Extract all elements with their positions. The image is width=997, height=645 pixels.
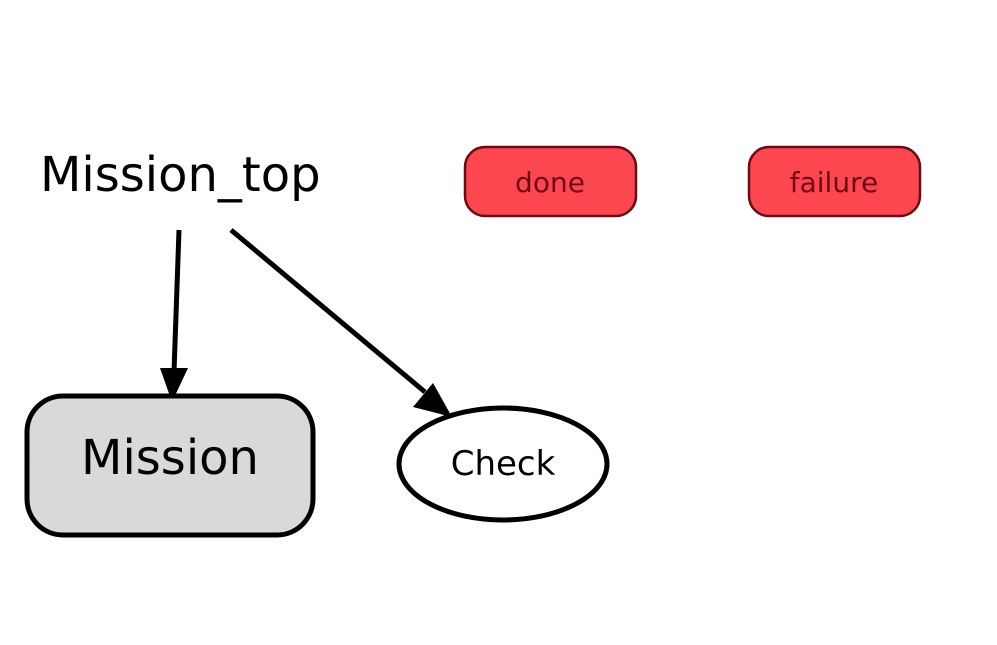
outcome-done-shape[interactable] — [463, 145, 638, 218]
node-mission-shape[interactable] — [24, 393, 316, 538]
container-label: Mission_top — [40, 147, 321, 203]
outcome-done-label: done — [515, 166, 585, 199]
edge-mission-top-to-check — [229, 228, 452, 417]
edge-line — [229, 228, 427, 394]
arrowhead-icon — [160, 368, 188, 402]
node-check[interactable]: Check — [396, 405, 610, 523]
node-check-shape[interactable] — [396, 405, 610, 523]
edge-mission-top-to-mission — [160, 229, 188, 402]
outcome-failure-shape[interactable] — [747, 145, 922, 218]
arrowhead-icon — [413, 383, 452, 417]
outcome-done[interactable]: done — [463, 145, 638, 218]
node-mission[interactable]: Mission — [24, 393, 316, 538]
edge-line — [171, 229, 182, 373]
node-mission-label: Mission — [81, 430, 259, 486]
node-check-label: Check — [451, 444, 556, 484]
outcome-failure-label: failure — [790, 166, 878, 199]
outcome-failure[interactable]: failure — [747, 145, 922, 218]
